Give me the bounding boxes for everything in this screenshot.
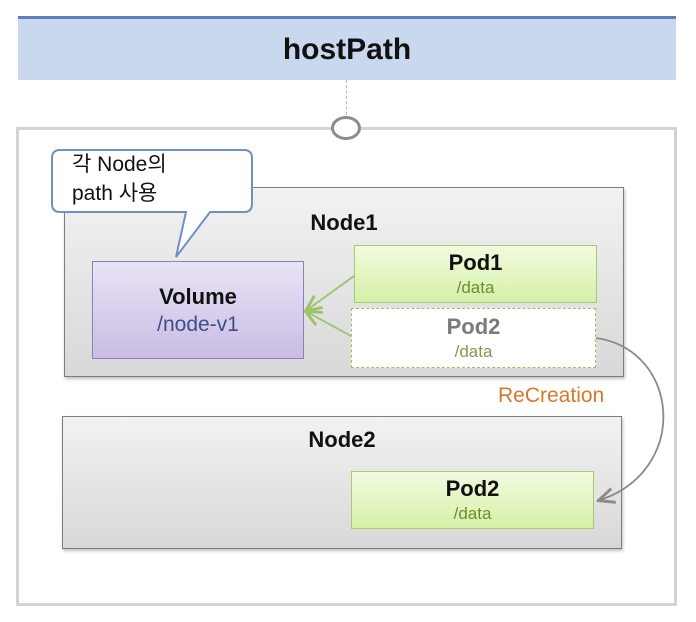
pod2-new-label: Pod2: [445, 476, 500, 501]
title-connector: [346, 80, 347, 120]
pod1-path: /data: [456, 278, 495, 297]
volume-path: /node-v1: [157, 312, 239, 336]
title-bar: hostPath: [18, 16, 676, 80]
callout-line-1: 각 Node의: [72, 153, 167, 176]
pod2-to-volume-arrow: [307, 312, 352, 337]
node2-label: Node2: [308, 427, 376, 452]
frame-knob: [331, 116, 361, 140]
pod1-box: Pod1 /data: [354, 245, 597, 303]
pod1-to-volume-arrow: [307, 275, 355, 310]
pod2-new-box: Pod2 /data: [351, 471, 594, 529]
pod2-new-path: /data: [453, 504, 492, 523]
pod2-old-box: Pod2 /data: [351, 308, 596, 368]
callout-bubble: [51, 149, 253, 258]
diagram-title: hostPath: [282, 32, 412, 66]
pod2-old-path: /data: [454, 342, 493, 361]
volume-box: Volume /node-v1: [92, 261, 304, 359]
callout-text: 각 Node의 path 사용: [72, 150, 167, 208]
recreation-label: ReCreation: [498, 384, 605, 407]
node1-label: Node1: [310, 210, 378, 235]
pod1-label: Pod1: [448, 250, 503, 275]
pod2-old-label: Pod2: [446, 314, 501, 339]
volume-label: Volume: [159, 283, 237, 309]
recreation-arrow: [596, 337, 665, 500]
callout-line-2: path 사용: [72, 182, 158, 205]
